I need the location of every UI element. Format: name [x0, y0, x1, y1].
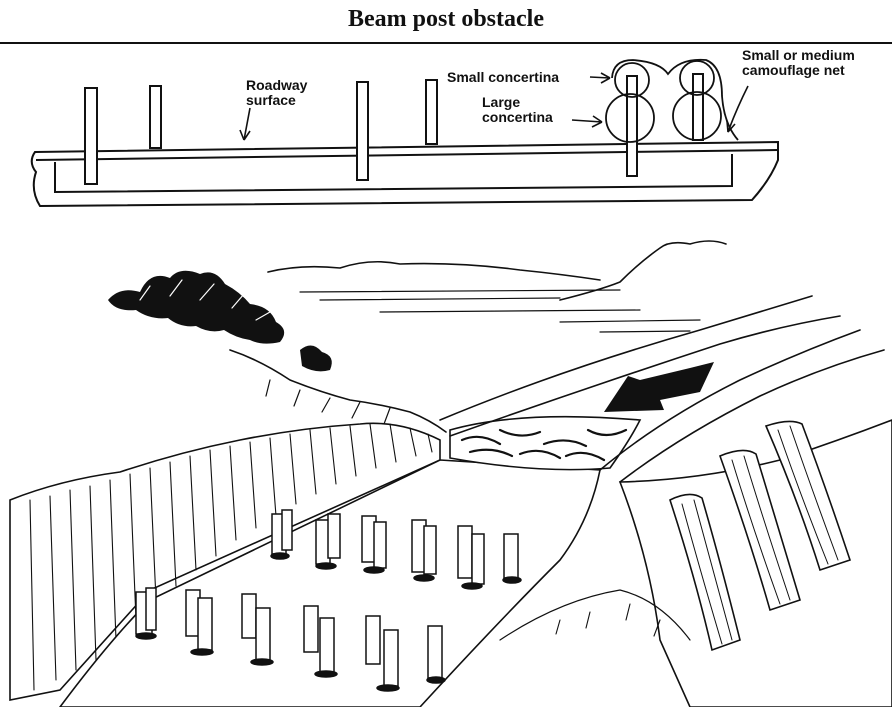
- roadway-surface-label: Roadway surface: [246, 78, 307, 108]
- large-concertina-line1: Large: [482, 94, 521, 110]
- beam-post-pair: [426, 625, 446, 684]
- beam-post-pair: [135, 587, 157, 640]
- beam-post-pair: [303, 605, 338, 678]
- small-concertina-label: Small concertina: [447, 70, 559, 85]
- beam-post-pair: [315, 513, 341, 570]
- beam-post-pair: [365, 615, 400, 692]
- small-concertina-coil: [679, 60, 715, 96]
- beam-post: [84, 87, 98, 185]
- beam-post: [149, 85, 162, 149]
- beam-post-pair: [502, 533, 522, 584]
- far-shore: [559, 240, 727, 301]
- large-concertina-line2: concertina: [482, 109, 553, 125]
- beam-post-pair: [270, 509, 293, 560]
- roadway-label-line2: surface: [246, 92, 296, 108]
- direction-arrow: [604, 362, 714, 412]
- beam-post: [692, 73, 704, 141]
- perspective-scene: [9, 240, 892, 707]
- leader-arrows: [239, 72, 749, 141]
- camouflage-net: [611, 58, 739, 141]
- ditch-beam-posts: [135, 509, 522, 692]
- ditch-floor: [59, 459, 601, 707]
- figure-title: Beam post obstacle: [348, 6, 544, 32]
- roadway-label-line1: Roadway: [246, 77, 308, 93]
- side-view-diagram: [30, 58, 779, 208]
- beam-post-pair: [457, 525, 485, 590]
- beam-post-pair: [185, 589, 214, 656]
- beam-post: [425, 79, 438, 145]
- camouflage-net-line2: camouflage net: [742, 62, 845, 78]
- bank-brush: [229, 349, 447, 433]
- beam-post: [356, 81, 369, 181]
- large-concertina-coil: [672, 91, 722, 141]
- camouflage-net-line1: Small or medium: [742, 47, 855, 63]
- title-rule: [0, 42, 892, 44]
- distant-hills: [267, 260, 601, 281]
- spillway-chutes: [669, 420, 852, 652]
- small-concertina-text: Small concertina: [447, 69, 560, 85]
- small-concertina-coil: [614, 62, 650, 98]
- beam-post-pair: [411, 519, 437, 582]
- beam-post: [626, 75, 638, 177]
- roadway-edge: [439, 295, 813, 421]
- beam-post-pair: [361, 515, 387, 574]
- camouflage-net-label: Small or medium camouflage net: [742, 48, 855, 78]
- trees: [108, 270, 332, 372]
- beam-posts: [84, 73, 704, 185]
- concertina-wire: [605, 60, 722, 143]
- large-concertina-label: Large concertina: [482, 95, 553, 125]
- beam-post-pair: [241, 593, 274, 666]
- large-concertina-coil: [605, 93, 655, 143]
